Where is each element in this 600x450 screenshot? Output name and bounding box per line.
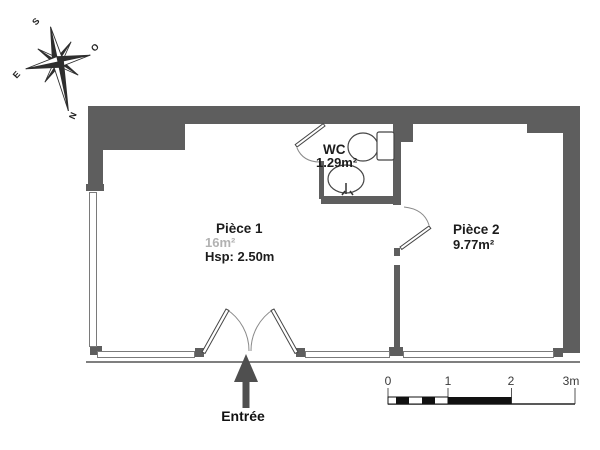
entrance-door-leaf-left: [201, 308, 230, 355]
scale-solid-bar: [448, 397, 512, 404]
walls: [86, 106, 580, 357]
window-bottom-mid: [305, 351, 390, 358]
entrance-door-arc-left: [225, 308, 250, 352]
compass-label-west: O: [89, 42, 101, 54]
wc-name: WC: [323, 142, 346, 157]
scale-tick-1: 1: [445, 374, 452, 388]
wall-bottom-right-sill: [553, 348, 563, 357]
scale-bar: 0 1 2 3m: [385, 374, 580, 405]
scale-tick-0: 0: [385, 374, 392, 388]
wall-left-window-foot: [90, 346, 102, 355]
entrance-arrow-icon: [234, 354, 258, 382]
piece2-area: 9.77m²: [453, 237, 495, 252]
piece2-door-arc: [403, 206, 430, 226]
entrance-label: Entrée: [221, 408, 265, 424]
window-bottom-right: [403, 351, 554, 358]
piece1-ceiling-height: Hsp: 2.50m: [205, 249, 274, 264]
scale-checker-bar: [387, 396, 449, 405]
windows: [89, 192, 554, 358]
compass-rose: S O E N: [11, 16, 101, 121]
wall-divider-upper: [394, 248, 400, 256]
wc-door-arc: [296, 147, 321, 163]
wall-divider-main: [394, 265, 400, 347]
doors: [201, 122, 432, 355]
wc-fixtures: [327, 131, 395, 196]
wc-area: 1.29m²: [316, 155, 358, 170]
wall-right: [563, 106, 580, 353]
room-labels: Pièce 1 16m² Hsp: 2.50m Pièce 2 9.77m² W…: [205, 142, 500, 264]
entrance-door-leaf-right: [270, 308, 299, 355]
wall-top-left-block: [88, 106, 185, 150]
wall-entrance-jamb-left: [195, 348, 204, 357]
piece2-name: Pièce 2: [453, 222, 500, 237]
wall-wc-right: [393, 124, 401, 205]
wall-wc-left: [319, 161, 324, 199]
sink-faucet-icon: [341, 183, 354, 196]
wall-left-sill: [86, 184, 104, 191]
piece1-name: Pièce 1: [216, 221, 263, 236]
wall-top-band: [88, 106, 580, 124]
compass-label-north: N: [67, 111, 79, 121]
toilet-tank: [376, 131, 395, 161]
window-left: [89, 192, 97, 347]
compass-label-south: S: [30, 16, 41, 27]
piece1-area: 16m²: [205, 235, 236, 250]
compass-label-east: E: [11, 69, 22, 80]
entrance-indicator: Entrée: [221, 354, 265, 424]
wall-right-step: [527, 124, 563, 133]
entrance-door-arc-right: [250, 308, 275, 352]
wall-wc-bottom: [321, 196, 401, 204]
wc-door-leaf: [294, 122, 326, 148]
scale-tick-3m: 3m: [563, 374, 580, 388]
wall-left-strip: [88, 106, 103, 184]
compass-cardinal-spikes: [25, 26, 91, 112]
piece2-door-leaf: [399, 225, 432, 251]
scale-tick-2: 2: [508, 374, 515, 388]
wall-entrance-jamb-right: [296, 348, 305, 357]
window-bottom-left: [97, 351, 195, 358]
wall-divider-foot: [389, 347, 403, 356]
entrance-arrow-shaft: [242, 378, 250, 408]
